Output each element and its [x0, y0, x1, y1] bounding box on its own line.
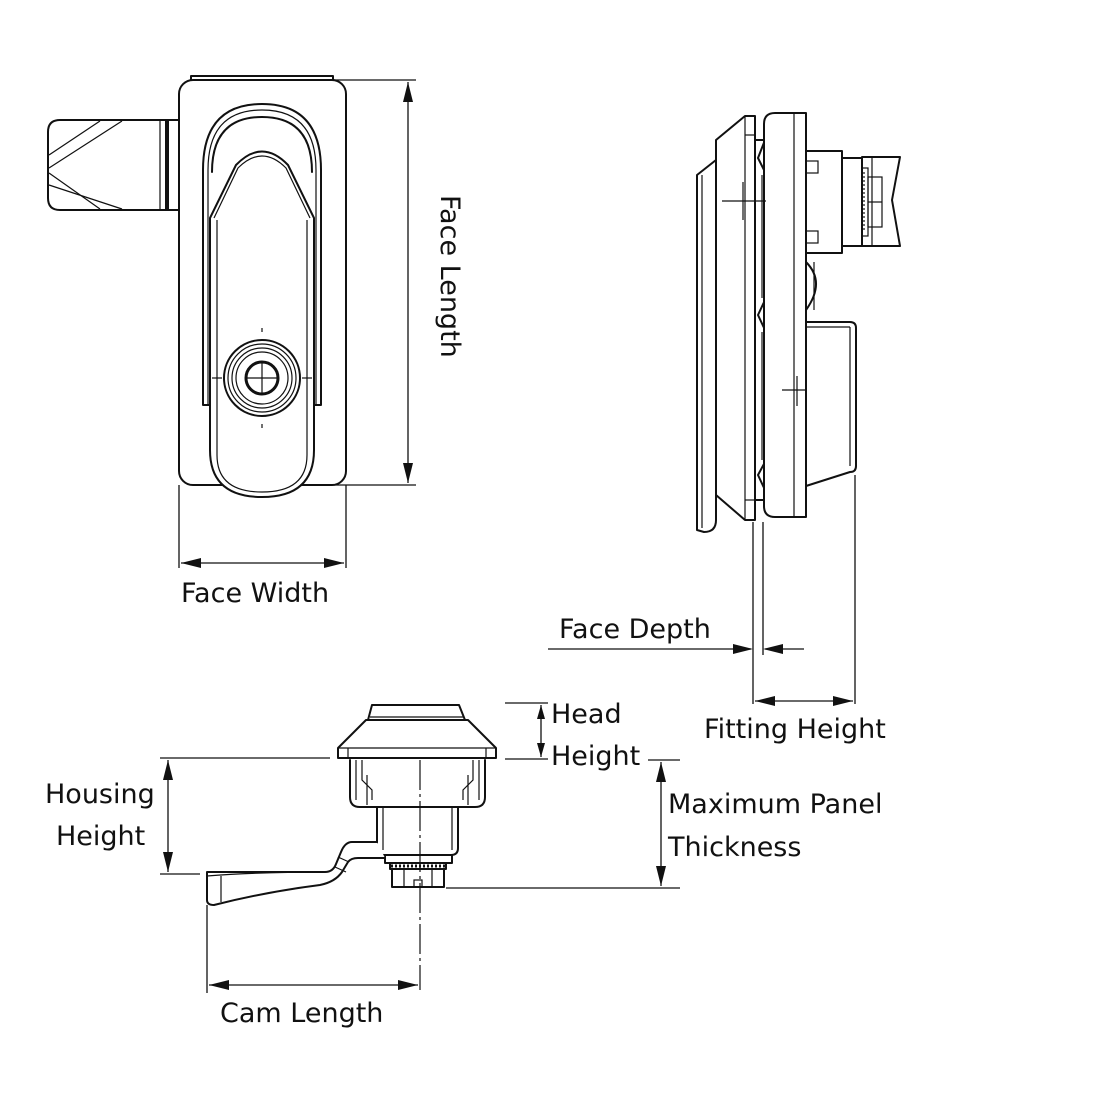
face-length-dimension — [403, 82, 413, 483]
side-handle-arm — [696, 159, 717, 533]
head-height-label-line2: Height — [551, 741, 641, 772]
arrowhead — [324, 558, 344, 568]
cam-length-label: Cam Length — [220, 998, 384, 1029]
body-spring-clip — [349, 759, 486, 808]
body-view — [160, 702, 680, 993]
face-depth-dimension — [548, 644, 804, 654]
arrowhead — [403, 463, 413, 483]
body-head-cap — [367, 704, 466, 721]
face-depth-label: Face Depth — [559, 614, 711, 645]
side-cylinder-block — [805, 150, 843, 254]
body-bezel — [337, 719, 497, 759]
arrowhead — [537, 743, 545, 757]
arrowhead — [656, 866, 666, 886]
cam-length-dimension — [209, 980, 418, 990]
arrowhead — [403, 82, 413, 102]
housing-height-label-line2: Height — [56, 821, 146, 852]
arrowhead — [755, 696, 775, 706]
arrowhead — [209, 980, 229, 990]
side-bezel — [715, 115, 756, 521]
housing-height-dimension — [163, 760, 173, 872]
fitting-height-label: Fitting Height — [704, 714, 886, 745]
front-handle-lever — [209, 150, 315, 498]
arrowhead — [656, 762, 666, 782]
body-nut — [391, 868, 445, 888]
face-length-label: Face Length — [434, 195, 465, 358]
fitting-height-dimension — [755, 696, 853, 706]
arrowhead — [398, 980, 418, 990]
body-cam-arm — [206, 841, 386, 906]
side-view — [696, 112, 901, 704]
body-housing — [376, 807, 459, 856]
arrowhead — [763, 644, 783, 654]
arrowhead — [833, 696, 853, 706]
housing-height-label-line1: Housing — [45, 779, 155, 810]
front-handle-outer — [202, 103, 322, 406]
arrowhead — [733, 644, 753, 654]
front-view — [47, 75, 416, 568]
front-key-cylinder — [212, 328, 312, 428]
max-panel-label-line1: Maximum Panel — [668, 789, 883, 820]
side-housing-plate — [763, 112, 807, 518]
side-cam-body — [805, 321, 857, 487]
face-width-dimension — [181, 558, 344, 568]
max-panel-thickness-dimension — [656, 762, 666, 886]
arrowhead — [163, 852, 173, 872]
face-width-label: Face Width — [181, 578, 330, 609]
head-height-dimension — [537, 705, 545, 757]
max-panel-label-line2: Thickness — [668, 832, 802, 863]
front-side-handle — [47, 119, 180, 211]
arrowhead — [537, 705, 545, 719]
arrowhead — [163, 760, 173, 780]
head-height-label-line1: Head — [551, 699, 622, 730]
arrowhead — [181, 558, 201, 568]
